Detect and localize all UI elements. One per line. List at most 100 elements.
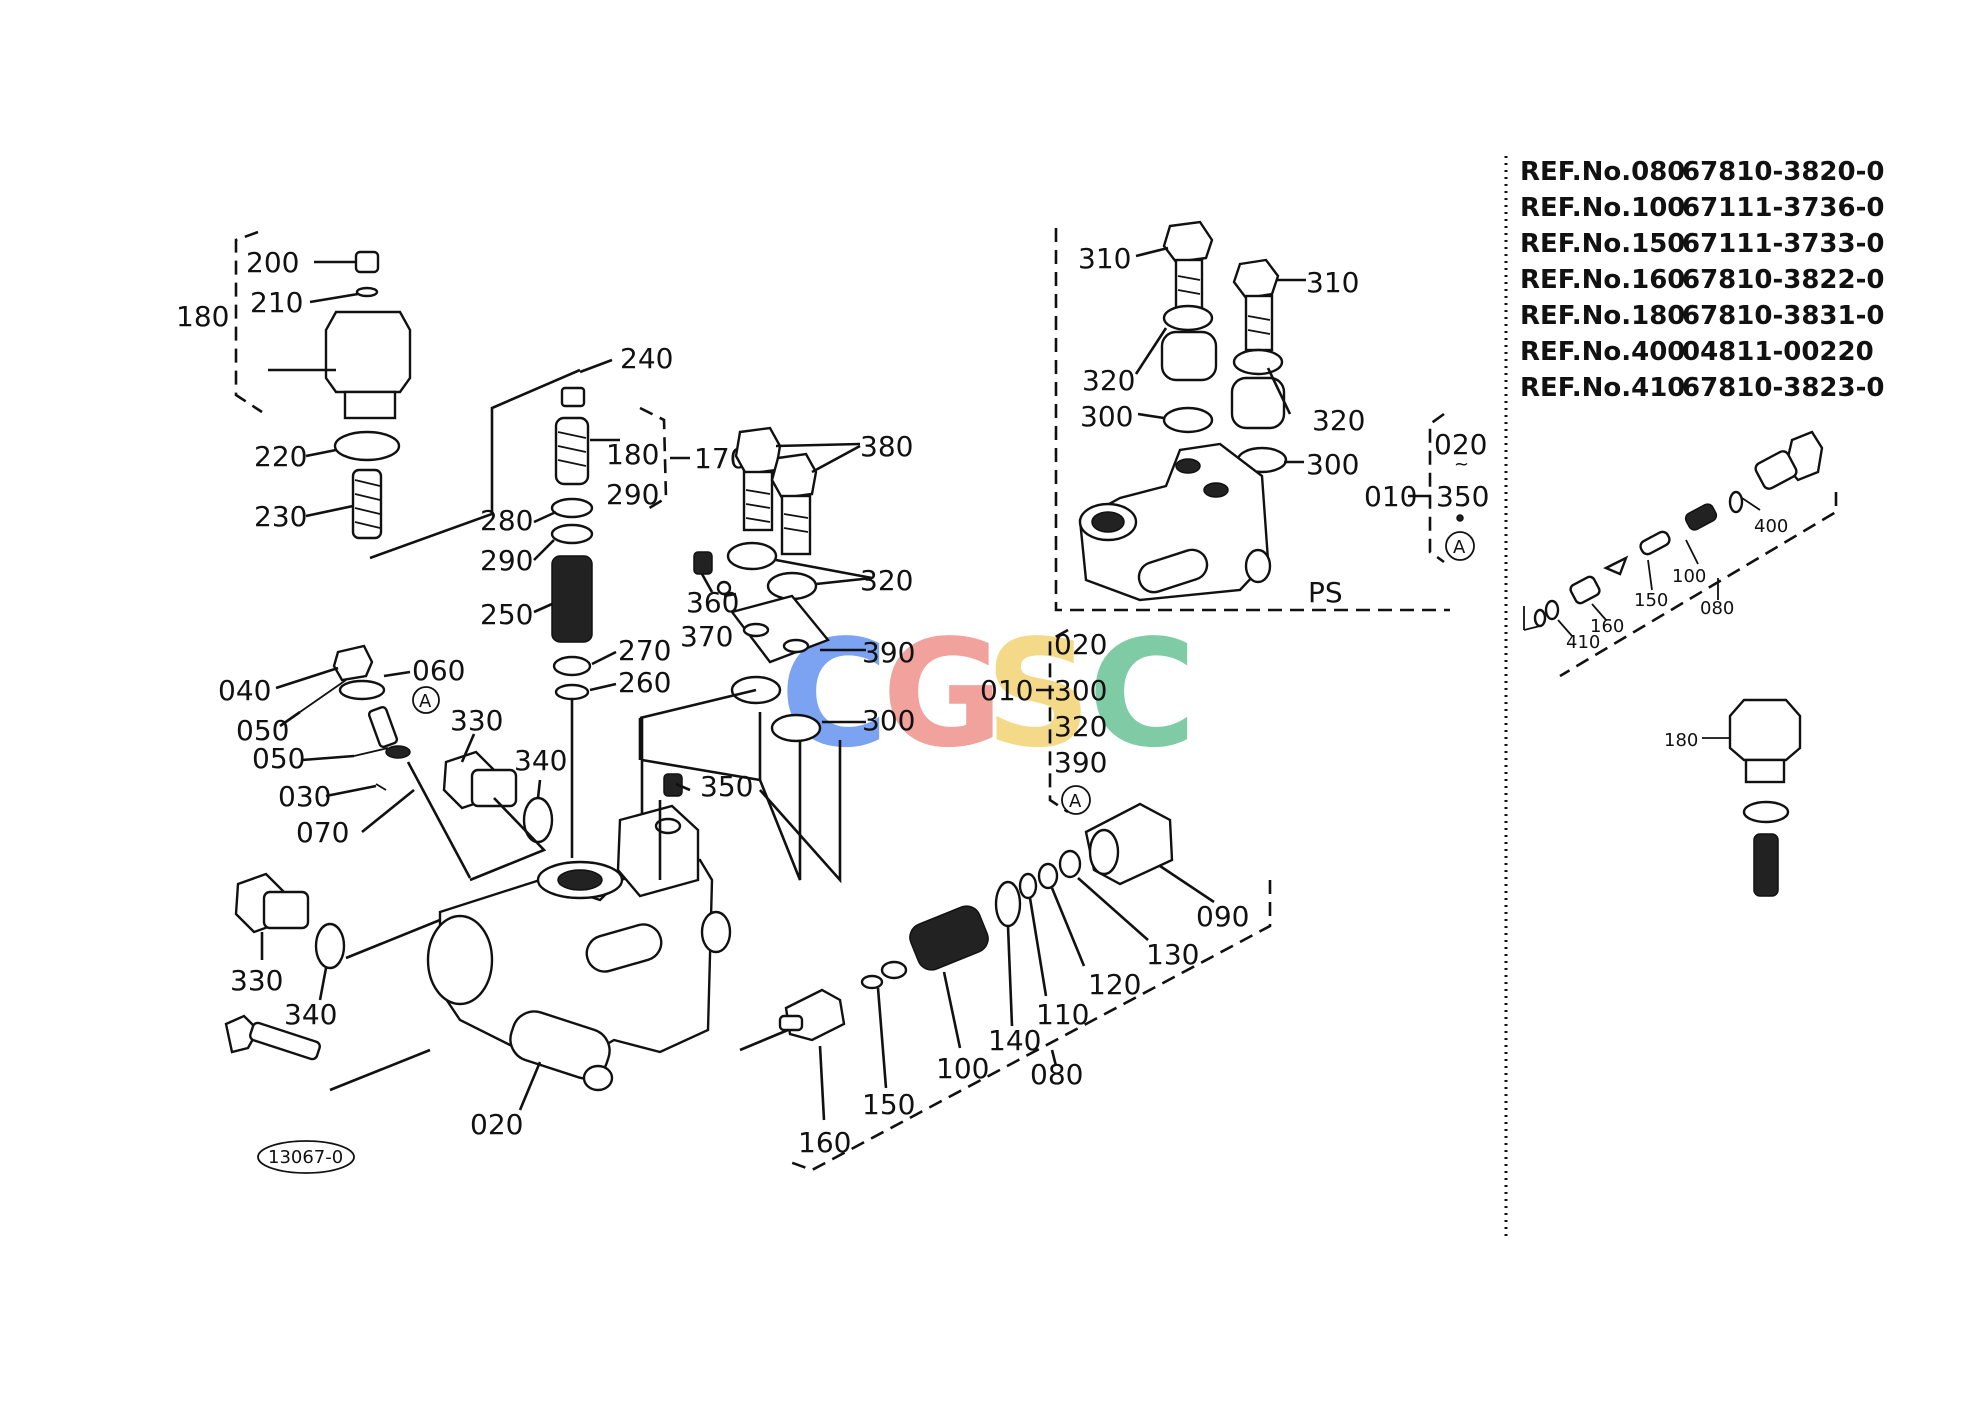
valve-housing-010	[224, 740, 842, 1111]
callout-320-list: 320	[1054, 710, 1107, 743]
callout-050-upper: 050	[236, 714, 289, 747]
ref-row-1-ref: REF.No.080	[1520, 157, 1685, 187]
circle-a-marker-3	[1445, 531, 1475, 561]
plug-330-upper-thread	[470, 768, 518, 808]
callout-300-list: 300	[1054, 674, 1107, 707]
circle-a-label-1: A	[419, 691, 432, 712]
washer-120	[1037, 862, 1059, 890]
callout-020-right: 020	[1434, 428, 1487, 461]
ref-row-4-part: 67810-3822-0	[1682, 265, 1885, 295]
bolt-380-head-left	[734, 426, 782, 476]
callout-010-right: 010	[1364, 480, 1417, 513]
mini-ring	[1728, 490, 1744, 514]
mini-relief-thread	[1744, 758, 1786, 784]
callout-020-list: 020	[1054, 628, 1107, 661]
washer-110	[1018, 872, 1038, 900]
callout-290-upper: 290	[606, 478, 659, 511]
spring-230	[351, 468, 383, 540]
ps-inset	[1054, 220, 1450, 612]
watermark-letter-3: S	[985, 608, 1092, 780]
plug-group-330-340	[234, 733, 554, 1001]
plug-200	[354, 250, 380, 274]
pin-030	[375, 783, 387, 791]
bolt-380-shank-right	[780, 494, 812, 556]
callout-110: 110	[1036, 998, 1089, 1031]
mini-relief-180	[1702, 698, 1802, 897]
callout-140: 140	[988, 1024, 1041, 1057]
washer-320-ps-right	[1232, 348, 1284, 376]
circle-a-label-3: A	[1453, 537, 1466, 558]
assembly-callout-010	[1036, 628, 1091, 815]
callout-040: 040	[218, 674, 271, 707]
washer-210	[355, 286, 379, 298]
callout-270: 270	[618, 634, 671, 667]
bolt-310-left-shank	[1174, 258, 1204, 312]
ref-row-3-part: 67111-3733-0	[1682, 229, 1885, 259]
callout-320: 320	[860, 564, 913, 597]
ref-row-2-ref: REF.No.100	[1520, 193, 1685, 223]
washer-300-ps-left	[1162, 406, 1214, 434]
housing-right-port	[700, 910, 732, 954]
watermark-letter-2: G	[882, 608, 1003, 780]
watermark-letter-4: C	[1088, 608, 1197, 780]
callout-080: 080	[1030, 1058, 1083, 1091]
bolt-380-head-right	[770, 452, 818, 500]
callout-330-upper: 330	[450, 704, 503, 737]
callout-220: 220	[254, 440, 307, 473]
ring-260	[554, 683, 590, 701]
callout-300-ps-left: 300	[1080, 400, 1133, 433]
housing-side-port	[426, 914, 494, 1006]
washer-320-a	[726, 541, 778, 571]
callout-390-list: 390	[1054, 746, 1107, 779]
callout-300: 300	[862, 704, 915, 737]
ps-cross-tube	[1137, 548, 1209, 594]
ring-270	[552, 655, 592, 677]
callout-230: 230	[254, 500, 307, 533]
callout-050-lower: 050	[252, 742, 305, 775]
callout-280: 280	[480, 504, 533, 537]
callout-020: 020	[470, 1108, 523, 1141]
callout-100: 100	[936, 1052, 989, 1085]
ref-row-5-ref: REF.No.180	[1520, 301, 1685, 331]
bolt-310-left-head	[1162, 220, 1214, 264]
plug-040	[332, 644, 374, 682]
o-ring-140	[994, 880, 1022, 928]
spring-050-lower	[353, 747, 389, 757]
callout-290: 290	[480, 544, 533, 577]
spool-assembly-170	[533, 358, 690, 858]
pin-part	[367, 705, 399, 749]
mini-callout-180: 180	[1664, 730, 1698, 751]
callout-240: 240	[620, 342, 673, 375]
mini-relief-ring	[1742, 800, 1790, 824]
reference-table: REF.No.080 67810-3820-0 REF.No.100 67111…	[1520, 157, 1885, 403]
callout-010: 010	[980, 674, 1033, 707]
ref-row-1-part: 67810-3820-0	[1682, 157, 1885, 187]
ring-290	[550, 523, 594, 545]
ref-row-5-part: 67810-3831-0	[1682, 301, 1885, 331]
ref-row-4-ref: REF.No.160	[1520, 265, 1685, 295]
relief-valve-assembly-180	[234, 230, 581, 560]
callout-340-lower: 340	[284, 998, 337, 1031]
callout-210: 210	[250, 286, 303, 319]
callout-380: 380	[860, 430, 913, 463]
callout-350: 350	[700, 770, 753, 803]
cgsc-watermark: C G S C	[780, 608, 1197, 780]
fitting-020	[509, 1010, 611, 1080]
spring-050-upper	[299, 679, 347, 713]
callout-320-ps-right: 320	[1312, 404, 1365, 437]
mini-relief-spring	[1753, 833, 1779, 897]
callout-330-lower: 330	[230, 964, 283, 997]
bolt-380-shank-left	[742, 470, 774, 532]
callout-260: 260	[618, 666, 671, 699]
callout-340-upper: 340	[514, 744, 567, 777]
drawing-id-badge	[257, 1140, 355, 1174]
ref-row-3-ref: REF.No.150	[1520, 229, 1685, 259]
callout-120: 120	[1088, 968, 1141, 1001]
circle-a-marker-1	[412, 686, 440, 714]
callout-150: 150	[862, 1088, 915, 1121]
bolt-310-right-shank	[1244, 294, 1274, 352]
mini-assembly-080	[1523, 430, 1838, 678]
poppet-150	[860, 974, 884, 990]
housing-boss	[616, 804, 700, 898]
mini-callout-080: 080	[1700, 598, 1734, 619]
